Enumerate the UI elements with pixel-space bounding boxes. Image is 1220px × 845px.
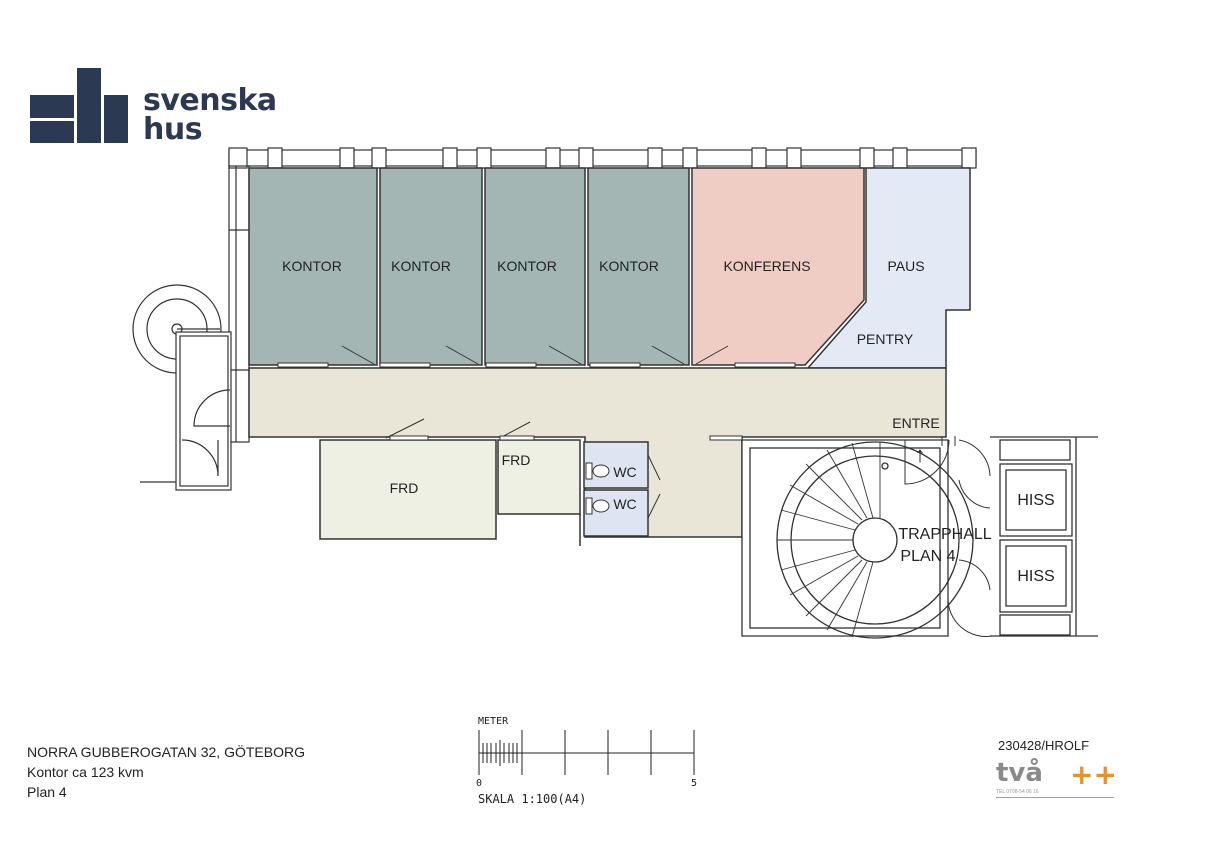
brand-wordmark: svenska hus (143, 83, 277, 147)
label-wc-2: WC (613, 496, 636, 512)
facade-left (228, 165, 250, 443)
firm-logo-plus: ++ (1070, 758, 1117, 791)
lower-rooms (319, 439, 649, 546)
label-kontor-3: KONTOR (497, 258, 557, 274)
facade-top (228, 147, 977, 169)
firm-contact: TEL 0708-54 06 16 (996, 789, 1114, 798)
label-pentry: PENTRY (857, 331, 914, 347)
corridor-doors (385, 418, 743, 441)
drawing-reference: 230428/HROLF (998, 738, 1090, 753)
scale-title: METER (478, 716, 509, 727)
firm-logo-text: två (996, 758, 1043, 788)
label-kontor-1: KONTOR (282, 258, 342, 274)
label-plan-4: PLAN 4 (900, 548, 955, 565)
room-paus-pentry (806, 167, 971, 369)
room-kontor-2 (379, 167, 483, 366)
stairwell (741, 439, 974, 639)
label-frd-large: FRD (390, 480, 419, 496)
external-stair (132, 284, 232, 491)
room-frd-large (319, 439, 497, 540)
label-kontor-4: KONTOR (599, 258, 659, 274)
office-rooms (248, 167, 971, 369)
scale-fine-ticks (482, 740, 518, 766)
room-wc-1 (583, 441, 649, 489)
room-wc-2 (583, 489, 649, 537)
logo-mark (30, 68, 128, 143)
label-wc-1: WC (613, 464, 636, 480)
label-paus: PAUS (887, 258, 924, 274)
scale-bar (478, 730, 695, 775)
brand-line-2: hus (143, 112, 203, 147)
entre-arrow-icon: ↑ (915, 442, 926, 467)
room-frd-small (497, 439, 581, 515)
scale-start-label: 0 (476, 778, 483, 789)
room-kontor-3 (484, 167, 586, 366)
room-konferens (691, 167, 865, 366)
address-text: NORRA GUBBEROGATAN 32, GÖTEBORG (27, 744, 305, 760)
address-block: NORRA GUBBEROGATAN 32, GÖTEBORG Kontor c… (27, 742, 305, 802)
label-konferens: KONFERENS (723, 258, 810, 274)
room-labels: KONTOR KONTOR KONTOR KONTOR KONFERENS PA… (282, 258, 1054, 585)
wc-fixtures (585, 454, 661, 519)
label-entre: ENTRE (892, 415, 939, 431)
label-trapphall: TRAPPHALL (898, 526, 991, 543)
area-text: Kontor ca 123 kvm (27, 764, 144, 780)
plan-text: Plan 4 (27, 784, 67, 800)
brand-line-1: svenska (143, 83, 277, 118)
label-kontor-2: KONTOR (391, 258, 451, 274)
label-frd-small: FRD (502, 452, 531, 468)
stair-treads (777, 442, 881, 638)
room-kontor-1 (248, 167, 378, 366)
label-hiss-2: HISS (1017, 568, 1054, 585)
elevators (990, 436, 1098, 637)
scale-end-label: 5 (691, 778, 698, 789)
stairwell-doors (904, 436, 993, 637)
label-hiss-1: HISS (1017, 492, 1054, 509)
scale-note: SKALA 1:100(A4) (478, 792, 587, 806)
office-doors (277, 345, 796, 368)
room-kontor-4 (587, 167, 690, 366)
